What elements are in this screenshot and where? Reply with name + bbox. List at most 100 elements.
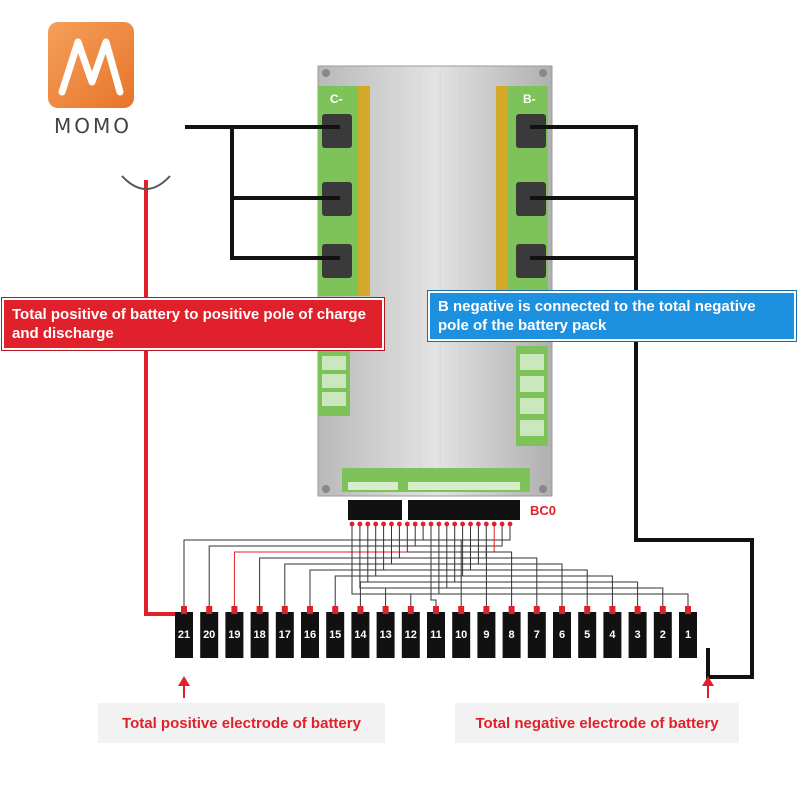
connector-pin-19 [491, 521, 497, 527]
cell-label-13: 13 [379, 629, 392, 641]
cell-label-3: 3 [634, 629, 641, 641]
cell-block-9 [477, 612, 496, 658]
cell-terminal-5 [584, 606, 591, 614]
balance-lead-21 [183, 522, 511, 606]
cell-block-2 [653, 612, 672, 658]
positive-wire [144, 180, 186, 626]
cell-label-12: 12 [404, 629, 417, 641]
cell-block-8 [502, 612, 521, 658]
negative-arrow-icon [702, 676, 714, 686]
cell-block-16 [301, 612, 319, 658]
balance-lead-18 [259, 522, 487, 606]
connector-pin-14 [452, 521, 458, 527]
cell-terminal-15 [332, 606, 339, 614]
cell-terminal-1 [685, 606, 691, 614]
b-minus-label: B- [523, 92, 536, 106]
cell-terminal-21 [181, 606, 187, 614]
cell-label-1: 1 [684, 629, 692, 641]
cell-block-17 [275, 612, 294, 658]
cell-block-6 [553, 612, 571, 658]
cell-terminal-8 [508, 606, 515, 614]
cell-block-21 [175, 612, 193, 658]
cell-block-3 [628, 612, 647, 658]
balance-lead-17 [284, 522, 479, 606]
c-minus-label: C- [330, 92, 343, 106]
balance-lead-20 [208, 522, 503, 606]
cell-label-7: 7 [533, 629, 540, 641]
connector-pin-4 [373, 521, 379, 527]
connector-pin-15 [460, 521, 465, 527]
cell-block-12 [401, 612, 420, 658]
balance-connector-left [348, 500, 402, 520]
cell-terminal-7 [533, 606, 540, 614]
cell-label-19: 19 [228, 629, 241, 641]
balance-lead-11 [430, 522, 437, 606]
cell-label-2: 2 [659, 629, 666, 641]
balance-lead-8 [406, 522, 513, 606]
cell-label-18: 18 [253, 629, 266, 641]
cell-terminal-12 [407, 606, 414, 614]
cell-block-5 [578, 612, 597, 658]
balance-lead-19 [233, 522, 495, 606]
balance-connector-right [408, 500, 520, 520]
connector-pin-5 [381, 521, 386, 527]
cell-block-11 [427, 612, 445, 658]
cell-block-13 [376, 612, 395, 658]
cell-blocks [175, 606, 697, 658]
wire-clip [121, 175, 171, 190]
cell-terminal-14 [357, 606, 364, 614]
cell-label-15: 15 [329, 629, 342, 641]
cell-terminal-4 [609, 606, 616, 614]
connector-pin-6 [389, 521, 394, 527]
cell-block-19 [225, 612, 244, 658]
cell-label-17: 17 [278, 629, 291, 641]
balance-lead-1 [351, 522, 689, 606]
cell-label-4: 4 [609, 629, 616, 641]
board-screws [322, 69, 547, 493]
connector-pin-16 [468, 521, 473, 527]
cell-label-21: 21 [177, 629, 191, 641]
cell-block-4 [603, 612, 622, 658]
cell-label-20: 20 [203, 629, 216, 641]
b-minus-busbar [496, 86, 508, 296]
connector-pin-1 [349, 521, 355, 527]
balance-lead-4 [375, 522, 613, 606]
cell-terminal-11 [433, 606, 439, 614]
connector-pin-18 [483, 521, 489, 527]
cell-block-15 [326, 612, 345, 658]
cell-terminal-9 [483, 606, 490, 614]
cell-label-14: 14 [354, 629, 367, 641]
cell-terminal-16 [307, 606, 313, 614]
cell-terminal-19 [231, 606, 238, 614]
cell-terminal-6 [559, 606, 565, 614]
connector-pin-17 [476, 521, 481, 527]
cell-terminal-17 [281, 606, 288, 614]
connector-pin-11 [428, 521, 434, 527]
cell-block-10 [452, 612, 471, 658]
cell-label-11: 11 [430, 629, 442, 641]
cell-label-9: 9 [483, 629, 490, 641]
pcb-pad-details [322, 354, 544, 436]
logo-m-glyph [58, 38, 124, 96]
logo-mark [48, 22, 134, 108]
negative-electrode-label: Total negative electrode of battery [455, 703, 739, 743]
balance-lead-6 [391, 522, 563, 606]
cell-block-7 [527, 612, 546, 658]
positive-callout: Total positive of battery to positive po… [2, 298, 384, 350]
cell-label-6: 6 [558, 629, 566, 641]
cell-block-20 [200, 612, 219, 658]
connector-pin-7 [397, 521, 402, 527]
cell-terminal-3 [634, 606, 641, 614]
connector-pin-3 [365, 521, 371, 527]
connector-pin-2 [357, 521, 363, 527]
cell-block-14 [351, 612, 370, 658]
balance-lead-2 [359, 522, 664, 606]
connector-pin-13 [444, 521, 450, 527]
cell-label-8: 8 [508, 629, 515, 641]
cell-terminal-13 [382, 606, 389, 614]
positive-electrode-label: Total positive electrode of battery [98, 703, 385, 743]
cell-block-1 [679, 612, 697, 658]
balance-lead-wires [183, 522, 689, 606]
balance-lead-10 [422, 522, 462, 606]
